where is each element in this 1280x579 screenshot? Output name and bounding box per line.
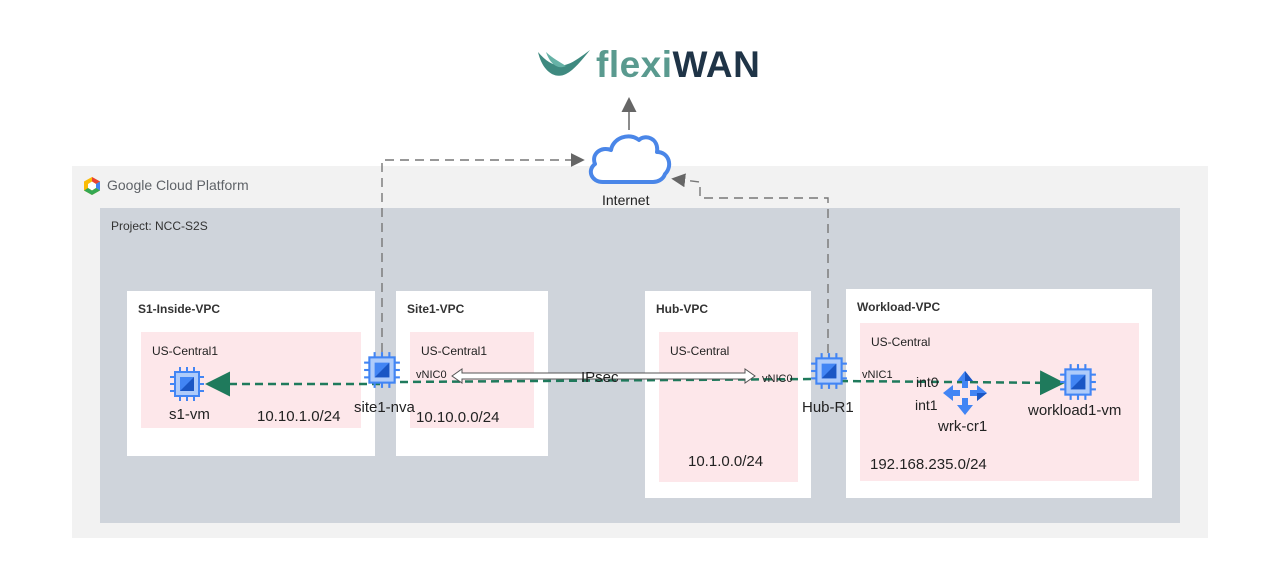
vpc-hub-label: Hub-VPC xyxy=(656,302,708,316)
subnet-s1-inside: 10.10.1.0/24 xyxy=(257,408,341,425)
int1-label: int1 xyxy=(915,397,938,413)
hub-vnic0-label: vNIC0 xyxy=(762,373,793,385)
workload1-vm-chip-icon xyxy=(1060,364,1096,400)
vpc-site1-label: Site1-VPC xyxy=(407,302,465,316)
vpc-workload-label: Workload-VPC xyxy=(857,300,941,314)
region-workload xyxy=(860,323,1139,481)
region-s1-inside-label: US-Central1 xyxy=(152,344,219,358)
vpc-s1-inside-label: S1-Inside-VPC xyxy=(138,302,221,316)
s1-vm-label: s1-vm xyxy=(169,406,210,423)
region-site1-label: US-Central1 xyxy=(421,344,488,358)
gcp-logo-icon xyxy=(84,177,100,195)
internet-label: Internet xyxy=(602,192,650,208)
site1-nva-chip-icon xyxy=(364,352,400,388)
brand-part2: WAN xyxy=(672,44,761,85)
workload1-vm-label: workload1-vm xyxy=(1028,402,1122,419)
hub-r1-label: Hub-R1 xyxy=(802,399,854,416)
internet-cloud-icon xyxy=(588,134,672,184)
region-hub xyxy=(659,332,798,482)
ipsec-label: IPsec xyxy=(581,369,619,386)
subnet-workload: 192.168.235.0/24 xyxy=(870,456,987,473)
wrk-cr1-label: wrk-cr1 xyxy=(938,418,988,435)
s1-vm-chip-icon xyxy=(170,367,204,401)
region-workload-label: US-Central xyxy=(871,335,931,349)
site1-nva-label: site1-nva xyxy=(354,399,415,416)
flexiwan-logo-text: flexiWAN xyxy=(596,44,760,86)
subnet-site1: 10.10.0.0/24 xyxy=(416,409,500,426)
hub-vnic1-label: vNIC1 xyxy=(862,369,893,381)
brand-part1: flexi xyxy=(596,44,673,85)
int0-label: int0 xyxy=(916,374,939,390)
router-icon xyxy=(943,371,987,415)
gcp-label: Google Cloud Platform xyxy=(107,177,249,193)
region-hub-label: US-Central xyxy=(670,344,730,358)
flexiwan-logo-mark xyxy=(538,50,590,76)
project-label: Project: NCC-S2S xyxy=(111,219,208,233)
subnet-hub: 10.1.0.0/24 xyxy=(688,453,764,470)
hub-r1-chip-icon xyxy=(811,353,847,389)
site1-vnic0-label: vNIC0 xyxy=(416,369,447,381)
